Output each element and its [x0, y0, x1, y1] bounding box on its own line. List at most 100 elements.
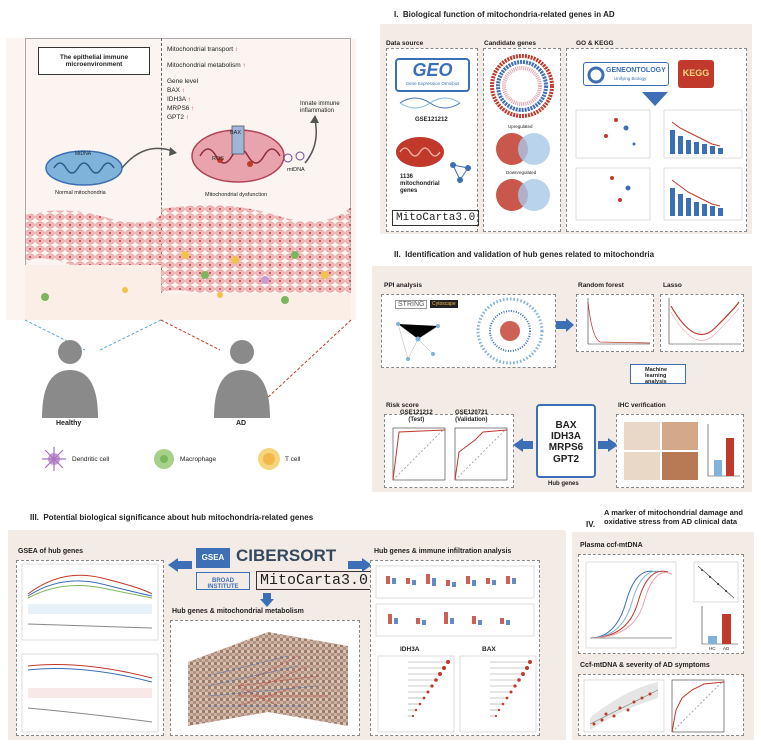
- lollipop-idh3a: [377, 655, 455, 733]
- gene-mrps6: MRPS6 ↑: [167, 105, 195, 112]
- arrow-down-metab-icon: [260, 593, 274, 607]
- down-arrow-icon: [642, 92, 668, 106]
- macrophage-icon: [154, 449, 174, 469]
- gsea-logo: GSEA: [196, 548, 230, 568]
- legend-macrophage: Macrophage: [180, 456, 217, 463]
- dna-icon: [399, 97, 461, 109]
- innate-label: Innate immune inflammation: [300, 101, 340, 114]
- plasma-title: Plasma ccf-mtDNA: [580, 542, 643, 549]
- roc-test: [392, 427, 446, 481]
- lasso-title: Lasso: [663, 282, 682, 289]
- metab-title: Hub genes & mitochondrial metabolism: [172, 608, 304, 615]
- mito-metabolism: Mitochondrial metabolism ↑: [167, 62, 246, 69]
- ihc-title: IHC verification: [618, 402, 666, 409]
- ppi-network: [396, 322, 440, 361]
- circular-heatmap: [490, 54, 554, 118]
- test-gse: GSE121212(Test): [400, 410, 433, 424]
- microenvironment-title: The epithelial immune microenvironment: [59, 54, 129, 68]
- microenvironment-box: The epithelial immune microenvironment: [38, 47, 150, 75]
- dysfunction-label: Mitochondrial dysfunction: [205, 192, 268, 198]
- kegg-logo: KEGG: [678, 60, 714, 88]
- random-forest-chart: [587, 298, 651, 345]
- ppi-circle-network: [476, 297, 544, 365]
- venn-up: [496, 133, 550, 165]
- mitocarta-logo: MitoCarta3.0: [392, 210, 480, 226]
- ml-box: Machine learning analysis: [630, 364, 686, 385]
- immune-title: Hub genes & immune infiltration analysis: [374, 548, 512, 555]
- roc-validation: [454, 427, 508, 481]
- lollipop-bax: [459, 655, 537, 733]
- gene-level-title: Gene level: [167, 78, 199, 85]
- go-dot-plots: [575, 109, 743, 221]
- metab-heatmap: [188, 632, 348, 726]
- legend-dendritic: Dendritic cell: [72, 456, 110, 463]
- go-kegg-title: GO & KEGG: [576, 40, 614, 47]
- mitochondria-red-icon: [396, 137, 444, 167]
- standard-curve: [693, 561, 739, 603]
- severity-roc: [671, 679, 725, 733]
- ad-label: AD: [236, 420, 247, 427]
- curved-arrow-icon: [121, 147, 177, 169]
- dendritic-cell-icon: [42, 447, 66, 471]
- arrow-right2-icon: [598, 438, 618, 452]
- mtdna-circles-icon: [283, 151, 305, 163]
- mito-count-label: 1136 mitochondrial genes: [400, 174, 440, 195]
- normal-mitochondria-label: Normal mitochondria: [55, 190, 106, 196]
- broad-logo: BROAD INSTITUTE: [196, 572, 250, 590]
- data-source-title: Data source: [386, 40, 424, 47]
- gsea-plot-1: [21, 563, 159, 641]
- gene-idh3a: IDH3A ↑: [167, 96, 191, 103]
- section2-title: II. Identification and validation of hub…: [394, 250, 655, 259]
- severity-title: Ccf-mtDNA & severity of AD symptoms: [580, 662, 710, 669]
- ad-person-icon: [214, 340, 270, 418]
- network-icon: [450, 162, 471, 183]
- hc-label: HC: [709, 646, 716, 651]
- ihc-bar-chart: [707, 424, 740, 477]
- gene-bax: BAX ↑: [167, 87, 186, 94]
- skin-tissue: [25, 205, 351, 320]
- idh3a-label: IDH3A: [400, 646, 420, 653]
- cytoscape-logo: Cytoscape: [430, 300, 458, 308]
- amplification-curves: [585, 561, 677, 649]
- bax-chart-label: BAX: [482, 646, 496, 653]
- gsea-plot-2: [21, 653, 159, 733]
- arrow-to-immune-icon: [348, 558, 372, 572]
- bax-label: BAX: [230, 130, 242, 136]
- up-arrow-icon: [304, 115, 319, 164]
- ad-bar-label: AD: [723, 646, 730, 651]
- immune-box-plots: [375, 565, 535, 637]
- mitocarta3-logo: MitoCarta3.0: [256, 571, 373, 590]
- arrow-to-gsea-icon: [168, 558, 192, 572]
- section4-title: A marker of mitochondrial damage and oxi…: [604, 508, 743, 526]
- gse-label: GSE121212: [415, 117, 448, 123]
- legend-tcell: T cell: [285, 456, 301, 463]
- mtdna-label: mtDNA: [287, 167, 305, 173]
- severity-scatter: [583, 679, 665, 733]
- arrow-left-icon: [513, 438, 533, 452]
- cibersort-logo: CIBERSORT: [236, 546, 337, 565]
- venn-down: [496, 179, 550, 211]
- arrow-right-icon: [556, 318, 574, 332]
- lasso-panel: [660, 294, 744, 352]
- healthy-label: Healthy: [56, 420, 82, 427]
- downregulated-label: Downregulated: [506, 170, 537, 175]
- candidate-genes-title: Candidate genes: [484, 40, 537, 47]
- hub-genes-clipboard: BAX IDH3A MRPS6 GPT2: [536, 404, 596, 478]
- section4-roman: IV.: [586, 520, 596, 529]
- dysfunction-mitochondria-icon: [191, 125, 285, 183]
- ppi-title: PPI analysis: [384, 282, 422, 289]
- section3-title: III. Potential biological significance a…: [30, 513, 314, 522]
- plasma-bar-chart: [701, 606, 738, 645]
- val-gse: GSE120721(Validation): [455, 410, 488, 424]
- section1-title: I. Biological function of mitochondria-r…: [394, 10, 615, 19]
- healthy-person-icon: [42, 340, 98, 418]
- geneontology-logo: GENEONTOLOGY Unifying Biology: [583, 62, 669, 86]
- lasso-chart: [668, 298, 741, 345]
- string-logo: STRING: [395, 300, 428, 309]
- ros-label: ROS: [212, 156, 224, 162]
- go-circle-icon: [587, 66, 605, 84]
- gene-gpt2: GPT2 ↑: [167, 114, 190, 121]
- hub-genes-label: Hub genes: [548, 481, 579, 487]
- mito-transport: Mitochondrial transport ↑: [167, 46, 239, 53]
- gsea-title: GSEA of hub genes: [18, 548, 84, 555]
